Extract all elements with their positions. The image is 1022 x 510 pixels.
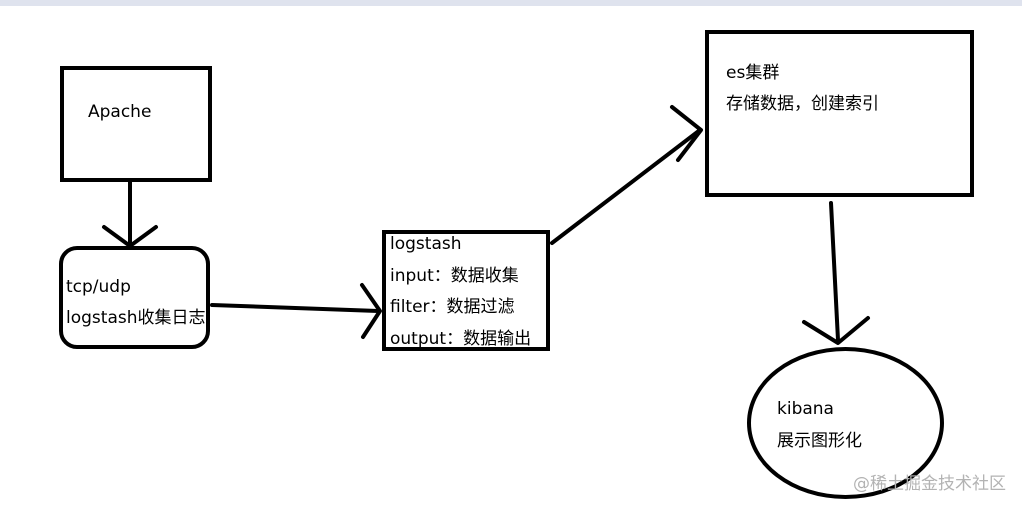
arrowhead-logstash-to-es — [670, 105, 703, 162]
arrowhead-es-to-kibana — [802, 316, 870, 345]
es-line1: es集群 — [726, 63, 780, 83]
apache-node: Apache — [60, 66, 212, 182]
logstash-line1: logstash — [390, 234, 462, 254]
top-strip — [0, 0, 1022, 6]
tcp-udp-line1: tcp/udp — [66, 277, 131, 297]
es-cluster-node: es集群 存储数据，创建索引 — [705, 30, 974, 197]
arrowhead-tcp-to-logstash — [360, 283, 382, 339]
logstash-line4: output：数据输出 — [390, 329, 532, 349]
logstash-node: logstash input：数据收集 filter：数据过滤 output：数… — [382, 230, 550, 351]
arrow-es-to-kibana — [829, 201, 840, 342]
arrowhead-apache-to-tcp — [102, 225, 158, 248]
apache-label: Apache — [88, 102, 152, 122]
arrow-logstash-to-es — [550, 128, 702, 245]
es-line2: 存储数据，创建索引 — [726, 94, 879, 114]
arrow-tcp-to-logstash — [210, 303, 380, 313]
logstash-line2: input：数据收集 — [390, 266, 519, 286]
kibana-line2: 展示图形化 — [777, 431, 862, 451]
kibana-line1: kibana — [777, 399, 834, 419]
tcp-udp-line2: logstash收集日志 — [66, 308, 206, 328]
tcp-udp-node: tcp/udp logstash收集日志 — [59, 246, 210, 349]
watermark-text: @稀土掘金技术社区 — [853, 474, 1006, 494]
logstash-line3: filter：数据过滤 — [390, 297, 515, 317]
kibana-node: kibana 展示图形化 — [747, 347, 944, 499]
